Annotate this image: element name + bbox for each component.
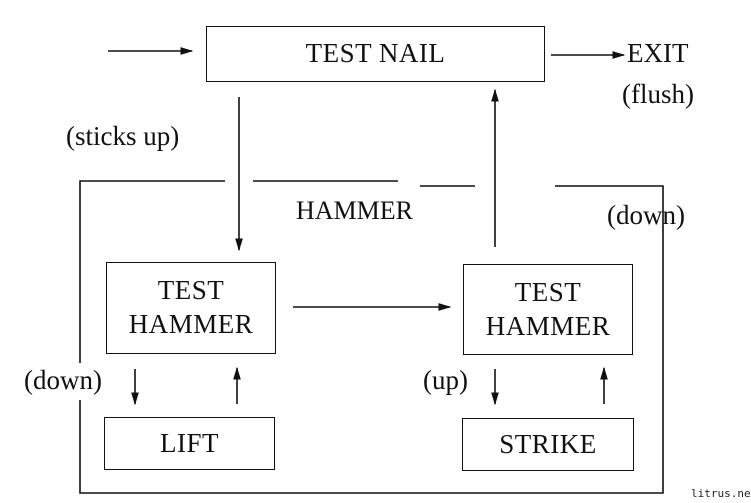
test-hammer-right-line2: HAMMER bbox=[485, 310, 611, 341]
lift-label: LIFT bbox=[160, 427, 219, 458]
up-label: (up) bbox=[423, 365, 468, 395]
test-nail-box: TEST NAIL bbox=[206, 26, 545, 82]
watermark: litrus.net bbox=[691, 487, 751, 500]
hammer-group-frame bbox=[79, 180, 225, 363]
strike-box: STRIKE bbox=[462, 418, 634, 471]
test-hammer-left-line1: TEST bbox=[157, 275, 225, 306]
hammer-group-label: HAMMER bbox=[296, 196, 414, 225]
down-right-label: (down) bbox=[607, 200, 685, 230]
lift-box: LIFT bbox=[104, 417, 275, 470]
hammer-group-frame-bottom bbox=[79, 185, 664, 494]
flush-label: (flush) bbox=[622, 79, 694, 109]
sticks-up-label: (sticks up) bbox=[66, 121, 180, 151]
test-nail-label: TEST NAIL bbox=[305, 38, 446, 69]
test-hammer-right-line1: TEST bbox=[514, 276, 582, 307]
test-hammer-left-line2: HAMMER bbox=[128, 309, 254, 339]
exit-label: EXIT bbox=[627, 38, 689, 68]
down-left-label: (down) bbox=[24, 365, 102, 395]
test-hammer-right-box: TEST HAMMER bbox=[463, 264, 633, 355]
test-hammer-left-box: TEST HAMMER bbox=[106, 262, 276, 354]
strike-label: STRIKE bbox=[499, 428, 597, 459]
